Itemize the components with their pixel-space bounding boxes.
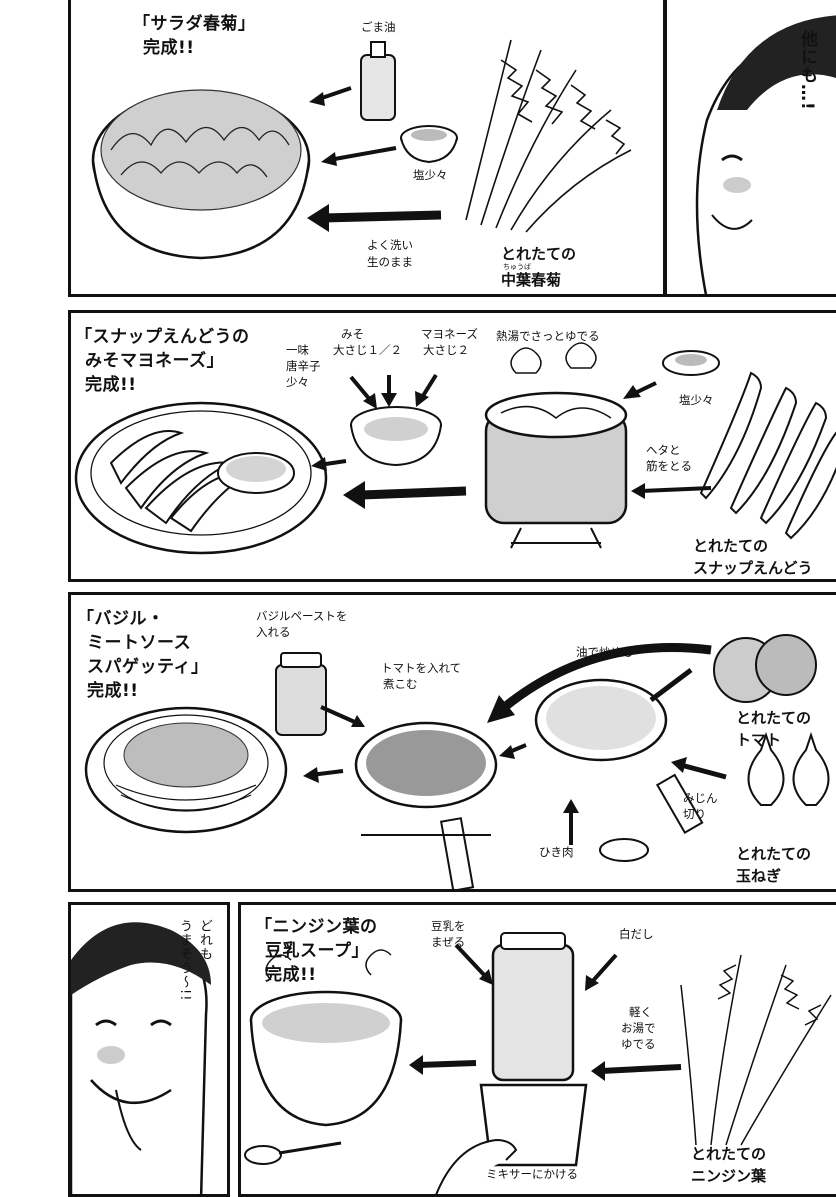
panel5-title-line1: 「ニンジン葉の: [255, 917, 378, 937]
label-mayo-1: マヨネーズ: [421, 327, 478, 341]
panel-carrot-leaf-soup: 「ニンジン葉の 豆乳スープ」 完成!! 豆乳を まぜる 白だし 軽く お湯で ゆ…: [238, 902, 836, 1197]
label-salt: 塩少々: [413, 168, 448, 182]
label-boil-1: 軽く: [629, 1005, 652, 1019]
panel-salad-shungiku: 「サラダ春菊」 完成!! ごま油 塩少々 よく洗い 生のまま とれたての ちゅう…: [68, 0, 666, 297]
label-fry: 油で炒める: [576, 645, 634, 659]
label-fresh-tomato-2: トマト: [736, 731, 782, 749]
label-wash-line2: 生のまま: [367, 255, 413, 269]
label-fresh-peas-1: とれたての: [693, 537, 769, 555]
carrot-leaves: [680, 954, 832, 1146]
label-boil-2: お湯で: [621, 1021, 656, 1035]
sesame-oil-bottle: [360, 54, 396, 121]
panel2-complete: 完成!!: [85, 375, 137, 395]
label-basil-2: 入れる: [256, 625, 291, 639]
panel3-complete: 完成!!: [87, 681, 139, 701]
label-wash-line1: よく洗い: [367, 238, 413, 252]
label-fresh-onion-2: 玉ねぎ: [736, 867, 782, 885]
woman-face: [695, 15, 836, 294]
label-fresh-onion-1: とれたての: [736, 845, 812, 863]
label-dashi: 白だし: [619, 927, 654, 941]
label-tomato-in-1: トマトを入れて: [381, 661, 462, 675]
spoon: [244, 1145, 282, 1165]
label-ground-meat: ひき肉: [539, 845, 574, 859]
ground-meat-dish: [599, 838, 649, 862]
label-tomato-in-2: 煮こむ: [383, 677, 418, 691]
boy-face: [71, 922, 211, 1194]
panel2-title-line1: 「スナップえんどうの: [75, 327, 250, 347]
speech-other-dishes: 他にも…!: [797, 30, 817, 111]
label-fresh-line1: とれたての: [501, 245, 577, 263]
raw-snap-peas: [699, 371, 836, 540]
speech-looks-tasty-1: どれも: [197, 919, 212, 961]
label-salt-2: 塩少々: [679, 393, 714, 407]
label-fresh-carrot-1: とれたての: [691, 1145, 767, 1163]
label-fresh-ruby: ちゅうば: [503, 263, 531, 271]
fresh-onion: [747, 731, 785, 806]
snap-peas-illustration: [74, 342, 836, 555]
label-chili-1: 一味: [286, 343, 309, 357]
label-mince-1: みじん: [683, 791, 718, 805]
label-boil: 熱湯でさっとゆでる: [496, 329, 600, 343]
label-sesame-oil: ごま油: [361, 20, 396, 34]
panel-snap-peas: 「スナップえんどうの みそマヨネーズ」 完成!! 一味 唐辛子 少々 みそ 大さ…: [68, 310, 836, 582]
label-chili-3: 少々: [286, 375, 309, 389]
label-miso-1: みそ: [341, 327, 364, 341]
label-trim-1: ヘタと: [646, 443, 681, 457]
label-mixer: ミキサーにかける: [486, 1167, 578, 1181]
label-trim-2: 筋をとる: [646, 459, 692, 473]
blender: [491, 943, 575, 1082]
label-boil-3: ゆでる: [621, 1037, 656, 1051]
basil-paste-jar: [275, 664, 327, 736]
salad-illustration: [91, 39, 632, 260]
soup-illustration: [244, 932, 832, 1194]
speech-looks-tasty-2: うまそう〜!!: [177, 919, 192, 1002]
panel5-title-line2: 豆乳スープ」: [265, 941, 369, 961]
panel1-title: 「サラダ春菊」: [133, 14, 256, 34]
panel1-complete: 完成!!: [143, 38, 195, 58]
label-basil-1: バジルペーストを: [256, 609, 348, 623]
panel-character-boy: どれも うまそう〜!!: [68, 902, 230, 1197]
label-fresh-line2: 中葉春菊: [501, 271, 562, 289]
shungiku-greens: [465, 39, 632, 233]
label-fresh-carrot-2: ニンジン葉: [691, 1167, 767, 1185]
panel3-title-line2: ミートソース: [87, 633, 192, 653]
label-fresh-peas-2: スナップえんどう: [693, 559, 813, 577]
hand: [435, 1138, 518, 1194]
spaghetti-illustration: [84, 634, 830, 889]
panel3-title-line3: スパゲッティ」: [87, 657, 209, 677]
label-mince-2: 切り: [683, 807, 706, 821]
panel2-title-line2: みそマヨネーズ」: [85, 351, 225, 371]
panel3-title-line1: 「バジル・: [77, 609, 165, 629]
panel-character-woman: 他にも…!: [664, 0, 836, 297]
panel-basil-meat-sauce: 「バジル・ ミートソース スパゲッティ」 完成!! バジルペーストを 入れる ト…: [68, 592, 836, 892]
label-soy-2: まぜる: [431, 935, 466, 949]
label-mayo-2: 大さじ２: [423, 343, 469, 357]
panel5-complete: 完成!!: [265, 965, 317, 985]
label-miso-2: 大さじ１／２: [333, 343, 402, 357]
label-soy-1: 豆乳を: [431, 919, 466, 933]
label-chili-2: 唐辛子: [286, 359, 321, 373]
label-fresh-tomato-1: とれたての: [736, 709, 812, 727]
